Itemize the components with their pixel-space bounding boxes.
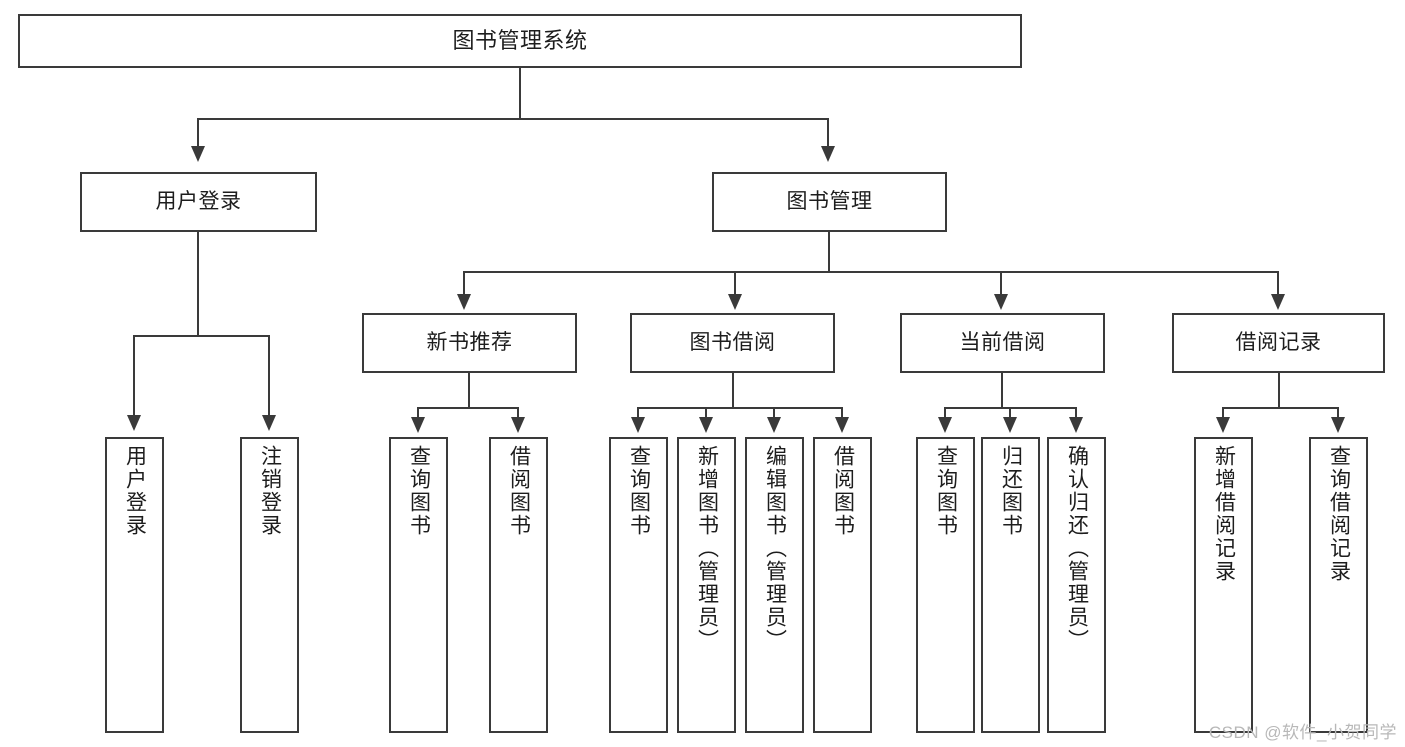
arrowhead-bm-borrow (728, 294, 742, 310)
node-new-book-recommend[interactable]: 新书推荐 (362, 313, 577, 373)
node-book-management[interactable]: 图书管理 (712, 172, 947, 232)
arrowhead-user-login-leaf-1 (127, 415, 141, 431)
leaf-borrow-add-book[interactable]: 新增图书（管理员） (677, 437, 736, 733)
connector-records-bus (1222, 407, 1339, 409)
node-label: 确认归还（管理员） (1065, 445, 1089, 652)
connector-borrow-bus (637, 407, 843, 409)
node-label: 编辑图书（管理员） (763, 445, 787, 652)
connector-newbook-drop-1 (417, 407, 419, 419)
arrowhead-borrow-leaf-4 (835, 417, 849, 433)
node-label: 新增图书（管理员） (695, 445, 719, 652)
leaf-newbook-borrow-book[interactable]: 借阅图书 (489, 437, 548, 733)
arrowhead-borrow-leaf-1 (631, 417, 645, 433)
connector-bm-drop-4 (1277, 271, 1279, 296)
leaf-current-query-book[interactable]: 查询图书 (916, 437, 975, 733)
connector-newbook-bus (417, 407, 519, 409)
connector-current-drop-1 (944, 407, 946, 419)
arrowhead-newbook-leaf-1 (411, 417, 425, 433)
node-label: 借阅记录 (1235, 330, 1322, 354)
arrowhead-bm-records (1271, 294, 1285, 310)
connector-borrow-stem (732, 373, 734, 408)
connector-current-stem (1001, 373, 1003, 408)
node-label: 新增借阅记录 (1212, 445, 1236, 583)
arrowhead-user-login-leaf-2 (262, 415, 276, 431)
node-label: 查询图书 (407, 445, 431, 537)
node-borrow-records[interactable]: 借阅记录 (1172, 313, 1385, 373)
connector-records-drop-2 (1337, 407, 1339, 419)
connector-user-login-drop-1 (133, 335, 135, 417)
connector-root-to-user-login (197, 118, 199, 148)
node-label: 用户登录 (155, 189, 242, 213)
leaf-borrow-edit-book[interactable]: 编辑图书（管理员） (745, 437, 804, 733)
arrowhead-records-leaf-2 (1331, 417, 1345, 433)
arrowhead-current-leaf-3 (1069, 417, 1083, 433)
leaf-user-login-login[interactable]: 用户登录 (105, 437, 164, 733)
arrowhead-newbook-leaf-2 (511, 417, 525, 433)
connector-records-stem (1278, 373, 1280, 408)
connector-borrow-drop-4 (841, 407, 843, 419)
connector-book-management-stem (828, 232, 830, 272)
node-label: 借阅图书 (507, 445, 531, 537)
node-label: 用户登录 (123, 445, 147, 537)
arrowhead-borrow-leaf-2 (699, 417, 713, 433)
connector-bm-drop-1 (463, 271, 465, 296)
arrowhead-current-leaf-1 (938, 417, 952, 433)
node-label: 图书管理 (786, 189, 873, 213)
leaf-user-login-logout[interactable]: 注销登录 (240, 437, 299, 733)
node-label: 查询图书 (627, 445, 651, 537)
connector-root-to-book-admin (827, 118, 829, 148)
connector-bm-drop-2 (734, 271, 736, 296)
connector-user-login-bus (133, 335, 269, 337)
connector-book-management-bus (463, 271, 1278, 273)
leaf-borrow-borrow-book[interactable]: 借阅图书 (813, 437, 872, 733)
node-label: 查询图书 (934, 445, 958, 537)
connector-current-drop-3 (1075, 407, 1077, 419)
leaf-current-return-book[interactable]: 归还图书 (981, 437, 1040, 733)
node-label: 查询借阅记录 (1327, 445, 1351, 583)
node-label: 借阅图书 (831, 445, 855, 537)
connector-records-drop-1 (1222, 407, 1224, 419)
leaf-current-confirm-return[interactable]: 确认归还（管理员） (1047, 437, 1106, 733)
leaf-borrow-query-book[interactable]: 查询图书 (609, 437, 668, 733)
arrowhead-root-to-book-admin (821, 146, 835, 162)
connector-newbook-stem (468, 373, 470, 408)
node-label: 注销登录 (258, 445, 282, 537)
connector-borrow-drop-1 (637, 407, 639, 419)
node-label: 图书管理系统 (452, 28, 588, 54)
node-label: 图书借阅 (689, 330, 776, 354)
node-label: 归还图书 (999, 445, 1023, 537)
node-label: 新书推荐 (426, 330, 513, 354)
connector-bm-drop-3 (1000, 271, 1002, 296)
connector-user-login-drop-2 (268, 335, 270, 417)
leaf-records-add-record[interactable]: 新增借阅记录 (1194, 437, 1253, 733)
connector-current-drop-2 (1009, 407, 1011, 419)
connector-root-stem (519, 68, 521, 119)
node-user-login[interactable]: 用户登录 (80, 172, 317, 232)
connector-root-bus (197, 118, 829, 120)
node-label: 当前借阅 (959, 330, 1046, 354)
connector-newbook-drop-2 (517, 407, 519, 419)
node-book-borrow[interactable]: 图书借阅 (630, 313, 835, 373)
leaf-records-query-record[interactable]: 查询借阅记录 (1309, 437, 1368, 733)
arrowhead-bm-current (994, 294, 1008, 310)
connector-user-login-stem (197, 232, 199, 336)
arrowhead-current-leaf-2 (1003, 417, 1017, 433)
leaf-newbook-query-book[interactable]: 查询图书 (389, 437, 448, 733)
connector-borrow-drop-3 (773, 407, 775, 419)
node-root-system[interactable]: 图书管理系统 (18, 14, 1022, 68)
arrowhead-borrow-leaf-3 (767, 417, 781, 433)
arrowhead-records-leaf-1 (1216, 417, 1230, 433)
arrowhead-bm-new-book (457, 294, 471, 310)
connector-borrow-drop-2 (705, 407, 707, 419)
node-current-borrow[interactable]: 当前借阅 (900, 313, 1105, 373)
arrowhead-root-to-user-login (191, 146, 205, 162)
